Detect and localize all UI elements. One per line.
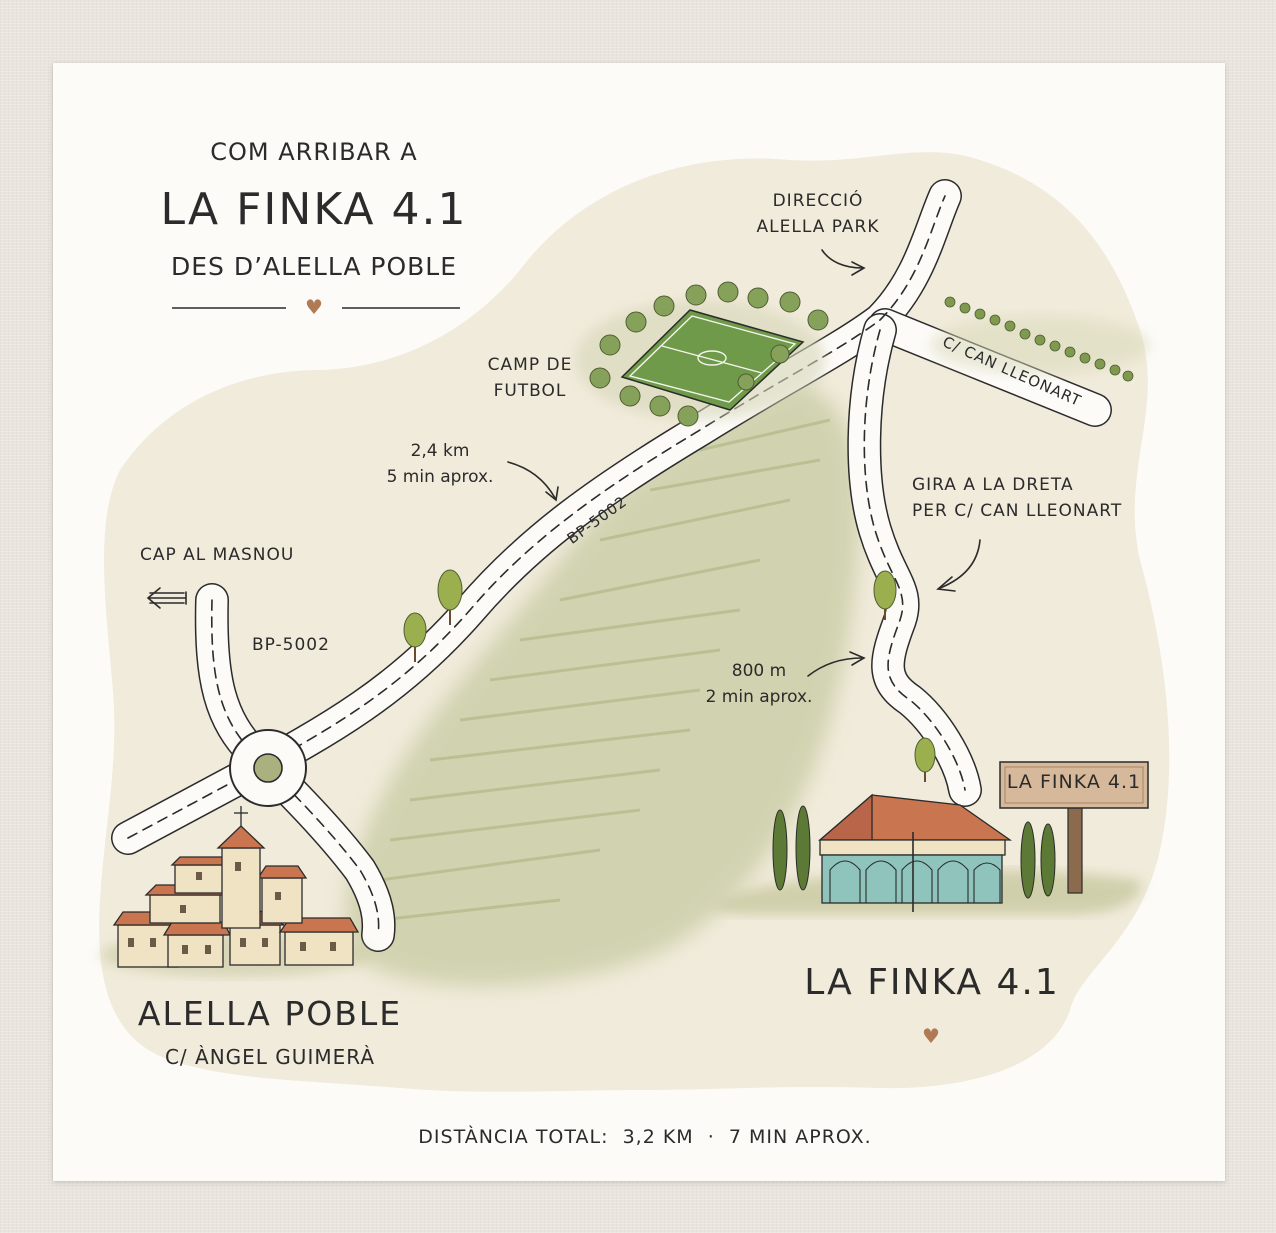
football-field xyxy=(575,281,829,427)
label-direccio-line2: ALELLA PARK xyxy=(756,217,880,237)
finca-sign xyxy=(999,761,1149,894)
total-distance: DISTÀNCIA TOTAL: 3,2 KM · 7 MIN APROX. xyxy=(418,1126,872,1148)
meadow-wash xyxy=(345,380,860,987)
annotation-arrows xyxy=(146,249,981,677)
vineyard xyxy=(930,296,1150,382)
label-distance-1-min: 5 min aprox. xyxy=(386,467,494,487)
label-distance-1-km: 2,4 km xyxy=(410,441,470,461)
header-line1: COM ARRIBAR A xyxy=(210,138,418,166)
label-camp-futbol: CAMP DE FUTBOL xyxy=(478,352,582,404)
label-distance-1: 2,4 km 5 min aprox. xyxy=(376,438,504,490)
label-distance-2-m: 800 m xyxy=(731,661,787,681)
finca-illustration xyxy=(712,793,1141,915)
destination-name: LA FINKA 4.1 xyxy=(804,962,1060,1003)
label-turn-line1: GIRA A LA DRETA xyxy=(912,475,1074,495)
origin-address: C/ ÀNGEL GUIMERÀ xyxy=(164,1045,376,1069)
label-camp-line2: FUTBOL xyxy=(493,381,567,401)
heart-icon-destination: ♥ xyxy=(922,1024,940,1048)
label-camp-line1: CAMP DE xyxy=(487,355,573,375)
roadside-trees xyxy=(403,569,936,782)
label-distance-2-min: 2 min aprox. xyxy=(705,687,813,707)
label-distance-2: 800 m 2 min aprox. xyxy=(700,658,818,710)
heart-icon: ♥ xyxy=(305,295,323,319)
label-cap-al-masnou: CAP AL MASNOU xyxy=(140,545,295,565)
sign-text: LA FINKA 4.1 xyxy=(1006,771,1142,793)
label-turn-right: GIRA A LA DRETA PER C/ CAN LLEONART xyxy=(912,472,1122,524)
label-direccio-line1: DIRECCIÓ xyxy=(772,191,864,211)
header-line3: DES D’ALELLA POBLE xyxy=(171,252,457,281)
roundabout xyxy=(229,729,307,807)
meadow-strokes xyxy=(379,418,831,922)
left-arrow-icon xyxy=(146,587,187,609)
page-title: LA FINKA 4.1 xyxy=(160,184,468,235)
label-bp5002-vertical: BP-5002 xyxy=(252,635,330,655)
origin-name: ALELLA POBLE xyxy=(137,994,403,1033)
village-illustration xyxy=(100,806,370,977)
field-trees xyxy=(589,281,829,427)
label-turn-line2: PER C/ CAN LLEONART xyxy=(912,501,1123,521)
label-direccio: DIRECCIÓ ALELLA PARK xyxy=(748,188,888,240)
